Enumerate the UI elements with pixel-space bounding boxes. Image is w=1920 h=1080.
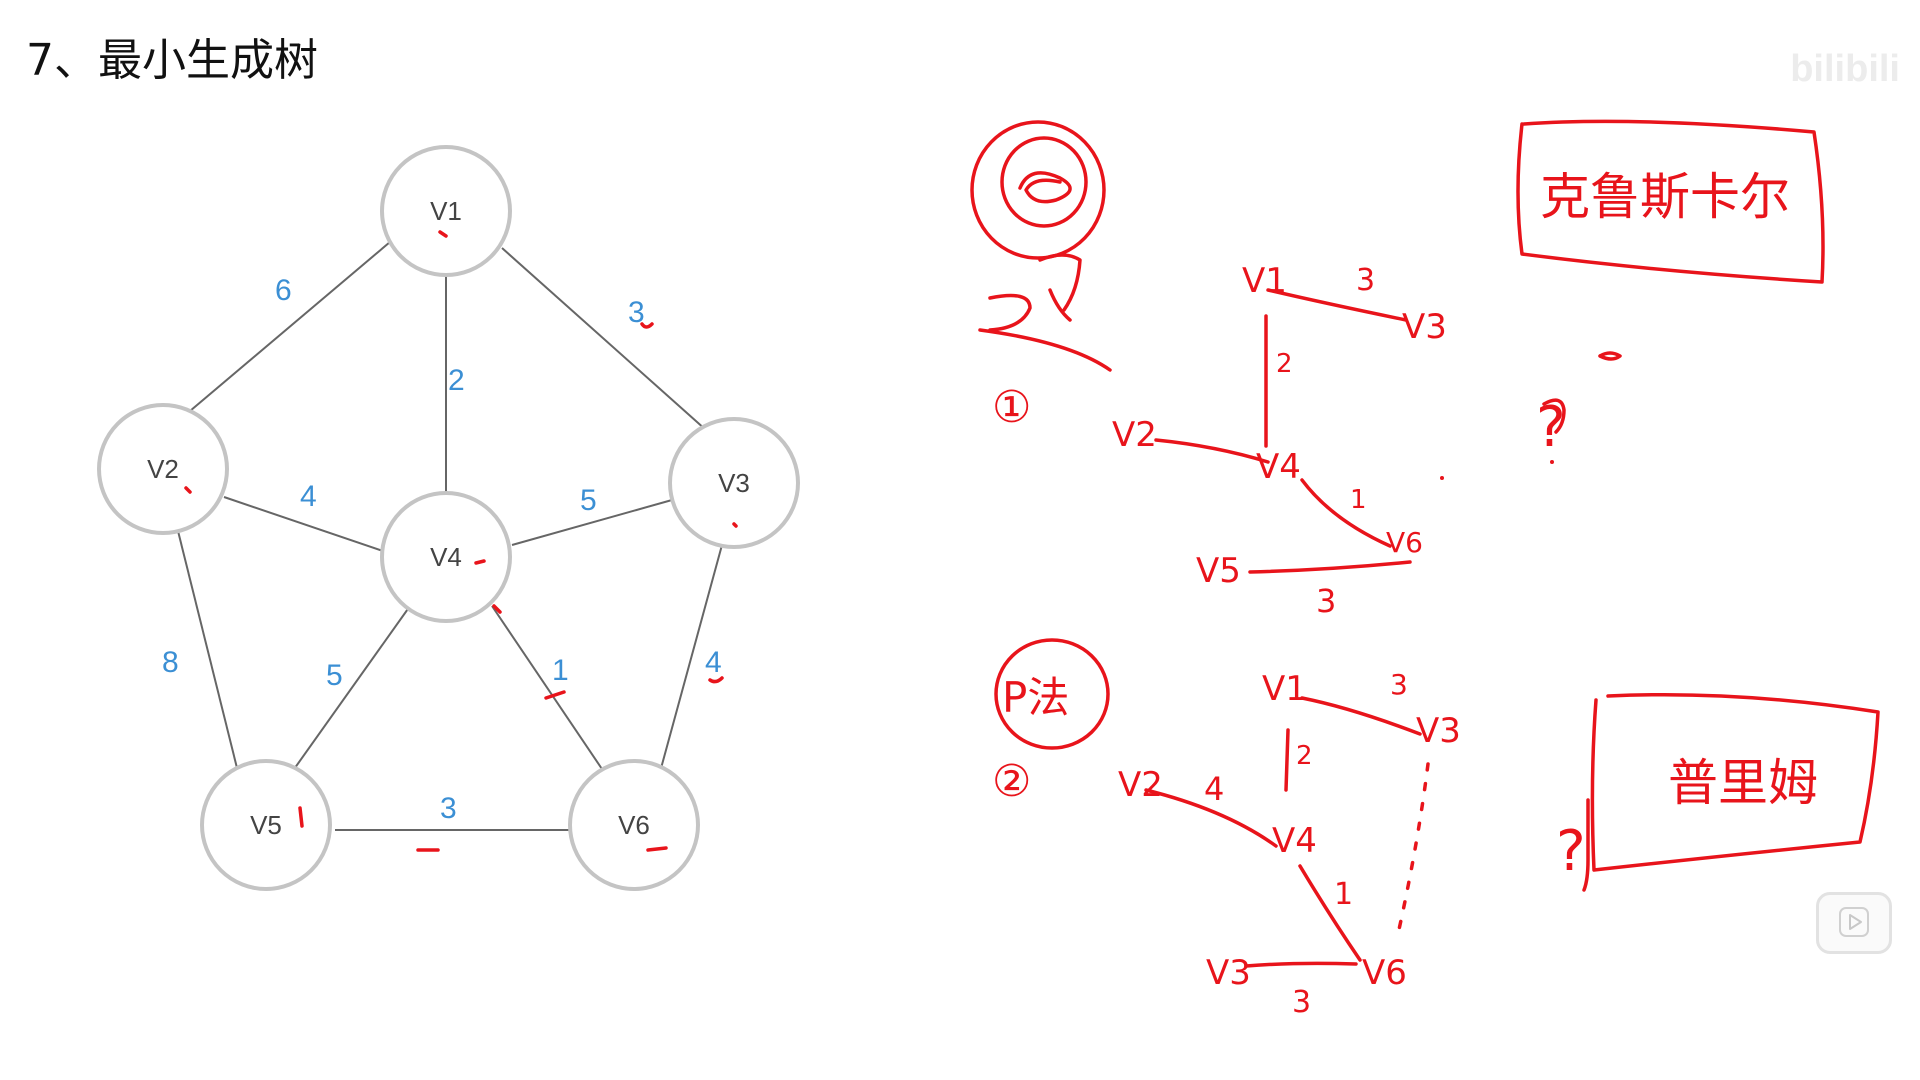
weight-v1-v3: 3: [628, 296, 645, 329]
bilibili-watermark: bilibili: [1790, 48, 1900, 90]
tree2-node-v4: V4: [1272, 821, 1317, 861]
node-label-v4: V4: [430, 542, 462, 572]
weight-v4-v6: 1: [552, 654, 569, 687]
tree1-node-v5: V5: [1196, 551, 1241, 591]
edge-v4-v6: [491, 605, 605, 773]
weight-v3-v4: 5: [580, 484, 597, 517]
node-label-v1: V1: [430, 196, 462, 226]
method2-name-box: [1590, 692, 1880, 872]
tree1-weight-v1-v4: 2: [1276, 349, 1293, 379]
tree1-weight-v5-v6: 3: [1316, 582, 1336, 620]
tree2-node-v6: V6: [1362, 953, 1407, 993]
edge-weights: 6 3 2 4 5 8 5 1 4 3: [162, 274, 722, 825]
tree1-node-v1: V1: [1242, 261, 1287, 301]
tree2-weight-v4-v6: 1: [1334, 877, 1353, 912]
mst-tree-2: [1144, 696, 1430, 968]
edge-v3-v6: [659, 544, 723, 773]
tree1-node-v2: V2: [1112, 415, 1157, 455]
graph-node: V1: [380, 145, 512, 277]
weight-v3-v6: 4: [705, 646, 722, 679]
graph-node: V5: [200, 759, 332, 891]
graph-node: V2: [97, 403, 229, 535]
method2-label: P法: [1002, 673, 1069, 722]
edge-v3-v4: [511, 499, 673, 546]
method2-name: 普里姆: [1668, 754, 1818, 812]
edge-v2-v5: [177, 530, 239, 773]
red-marks-left: [184, 230, 738, 852]
tree2-weight-v2-v4: 4: [1204, 770, 1224, 808]
node-label-v3: V3: [718, 468, 750, 498]
tree2-weight-v3-v6: 3: [1292, 985, 1311, 1020]
tree2-weight-v1-v3: 3: [1390, 668, 1408, 701]
edge-v4-v5: [291, 605, 411, 773]
play-icon: [1839, 907, 1869, 937]
tree2-weight-v1-v4: 2: [1296, 741, 1313, 771]
weight-v1-v4: 2: [448, 364, 465, 397]
weight-v1-v2: 6: [275, 274, 292, 307]
weight-v2-v4: 4: [300, 480, 317, 513]
graph-node: V3: [668, 417, 800, 549]
question-mark-top: ?: [1536, 395, 1566, 460]
edge-v2-v4: [223, 496, 387, 553]
weight-v4-v5: 5: [326, 659, 343, 692]
graph-node: V4: [380, 491, 512, 623]
tree1-node-v3: V3: [1402, 307, 1447, 347]
method1-circle-scribble: [970, 120, 1112, 372]
graph-node: V6: [568, 759, 700, 891]
tree1-weight-v1-v3: 3: [1356, 263, 1375, 298]
node-label-v2: V2: [147, 454, 179, 484]
method2-number: ②: [992, 756, 1031, 807]
method2-circle: [994, 638, 1110, 750]
graph-edges: [177, 241, 723, 831]
tree2-node-v3: V3: [1416, 711, 1461, 751]
red-marks-right: [1440, 351, 1622, 480]
tree1-node-v4: V4: [1256, 447, 1301, 487]
question-mark-stroke: [1582, 798, 1590, 892]
node-label-v6: V6: [618, 810, 650, 840]
node-label-v5: V5: [250, 810, 282, 840]
tree1-node-v6: V6: [1386, 526, 1423, 559]
method1-name: 克鲁斯卡尔: [1540, 168, 1790, 226]
tree2-node-v3b: V3: [1206, 953, 1251, 993]
edge-v1-v3: [501, 247, 707, 431]
weight-v2-v5: 8: [162, 646, 179, 679]
page-title: 7、最小生成树: [26, 35, 318, 86]
method1-number: ①: [992, 382, 1031, 433]
tree2-node-v1: V1: [1262, 669, 1307, 709]
weight-v5-v6: 3: [440, 792, 457, 825]
play-button[interactable]: [1816, 892, 1892, 954]
mst-tree-1: [1154, 288, 1412, 574]
edge-v1-v2: [189, 241, 391, 412]
tree2-node-v2: V2: [1118, 765, 1163, 805]
method1-name-box: [1516, 119, 1825, 284]
question-mark-bottom: ?: [1556, 819, 1586, 884]
tree1-weight-v4-v6: 1: [1350, 485, 1367, 515]
